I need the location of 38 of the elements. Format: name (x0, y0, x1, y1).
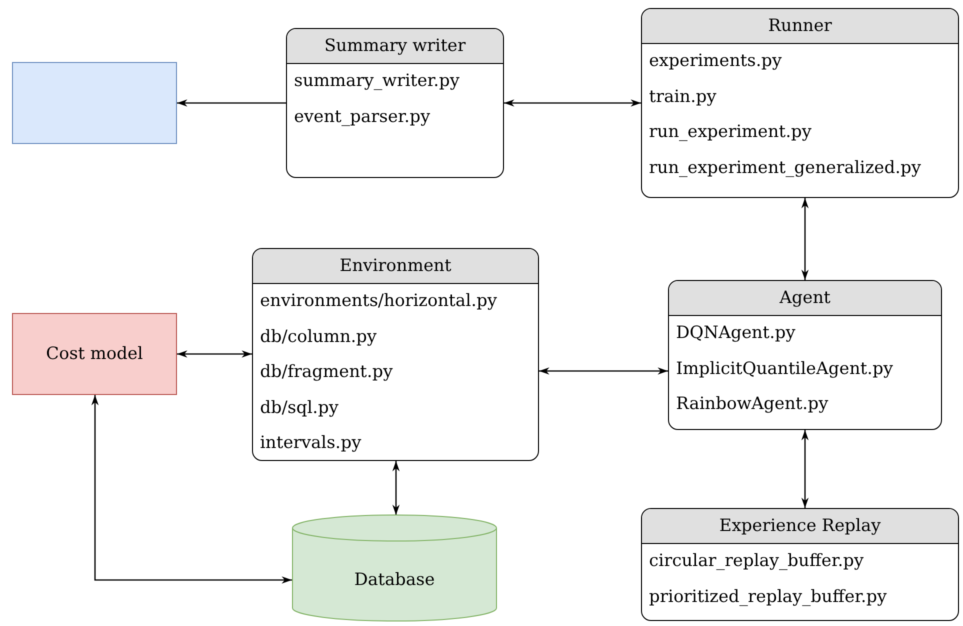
module-title: Experience Replay (642, 509, 958, 544)
file-name: event_parser.py (293, 106, 432, 128)
file-name: prioritized_replay_buffer.py (648, 586, 888, 608)
connector-arrow (177, 99, 286, 107)
connector-arrow (801, 430, 809, 508)
file-name: db/fragment.py (259, 361, 394, 384)
file-name: circular_replay_buffer.py (648, 550, 865, 573)
file-name: experiments.py (648, 50, 783, 73)
connector-arrow (91, 395, 292, 584)
connector-arrow (801, 198, 809, 280)
file-name: RainbowAgent.py (675, 393, 830, 416)
module-box (252, 248, 539, 461)
module-box (668, 280, 942, 430)
file-name: run_experiment.py (648, 121, 813, 144)
file-name: ImplicitQuantileAgent.py (675, 358, 894, 380)
file-name: summary_writer.py (293, 70, 460, 93)
file-name: intervals.py (259, 432, 362, 455)
component-box (12, 313, 177, 395)
module-box (286, 28, 504, 178)
module-title: Agent (669, 281, 941, 316)
file-name: train.py (648, 86, 718, 108)
file-name: db/column.py (259, 326, 378, 348)
file-name: run_experiment_generalized.py (648, 156, 922, 180)
connector-arrow (539, 367, 668, 375)
file-name: db/sql.py (259, 396, 340, 420)
file-name: DQNAgent.py (675, 322, 796, 345)
connector-arrow (504, 99, 641, 107)
component-label: Cost model (46, 344, 143, 364)
component-box (12, 62, 177, 144)
module-title: Summary writer (287, 29, 503, 64)
module-box (641, 508, 959, 621)
connector-arrow (392, 461, 400, 515)
component-label: Database (354, 570, 435, 590)
module-title: Environment (253, 249, 538, 284)
file-name: environments/horizontal.py (259, 290, 498, 313)
module-box (641, 8, 959, 198)
module-title: Runner (642, 9, 958, 44)
connector-arrow (177, 350, 252, 358)
